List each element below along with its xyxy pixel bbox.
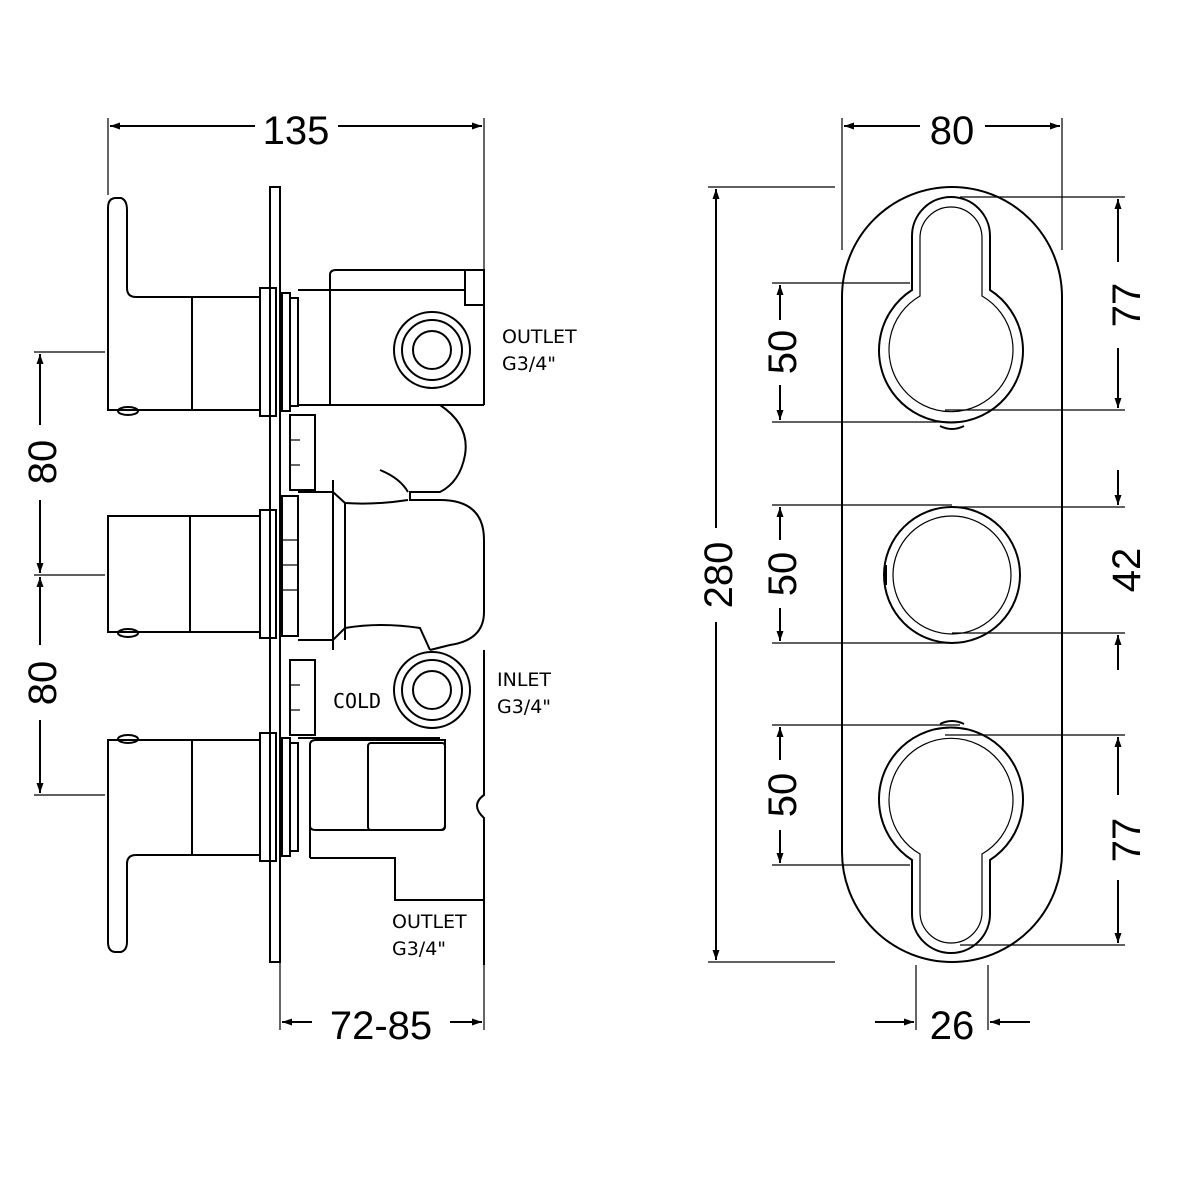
outlet-top-label: OUTLET: [502, 326, 577, 348]
top-outlet-port: [393, 311, 471, 389]
inlet-size: G3/4": [497, 696, 551, 718]
inlet-port: [393, 651, 471, 729]
dim-label: 50: [761, 330, 805, 375]
dimension-spacing: 80 80: [21, 351, 105, 796]
top-lever-front: [878, 196, 1024, 430]
middle-knob-front: [883, 506, 1021, 644]
middle-knob: [107, 495, 299, 639]
dim-label: 42: [1105, 548, 1149, 593]
outlet-top-size: G3/4": [502, 353, 556, 375]
side-view: 135: [21, 109, 577, 1048]
valve-body: [289, 269, 485, 965]
bottom-lever-handle: [107, 732, 299, 953]
outlet-bottom-label: OUTLET: [392, 911, 467, 933]
dim-label: 77: [1105, 283, 1149, 328]
inlet-label: INLET: [497, 669, 551, 691]
faceplate: [841, 186, 1063, 963]
dim-label: 50: [761, 552, 805, 597]
dimension-135: 135: [107, 109, 485, 270]
dim-label: 80: [930, 109, 975, 153]
dimension-right-set: 77 42 77: [945, 196, 1149, 946]
dim-label: 80: [21, 661, 65, 706]
dim-label: 280: [697, 542, 741, 609]
dim-label: 26: [930, 1004, 975, 1048]
bottom-lever-front: [878, 720, 1024, 954]
wall-plate: [269, 186, 281, 963]
cold-label: COLD: [333, 689, 381, 713]
dim-label: 135: [263, 109, 330, 153]
dimension-80: 80: [841, 109, 1063, 250]
dim-label: 80: [21, 440, 65, 485]
outlet-bottom-size: G3/4": [392, 938, 446, 960]
top-lever-handle: [107, 197, 299, 417]
dim-label: 77: [1105, 818, 1149, 863]
front-view: 80 280 50 50 50 77 42: [697, 109, 1149, 1048]
dim-label: 50: [761, 773, 805, 818]
dimension-depth: 72-85: [279, 962, 485, 1048]
dim-label: 72-85: [330, 1004, 432, 1048]
dimension-26: 26: [875, 965, 1030, 1048]
dimension-50-set: 50 50 50: [761, 282, 960, 866]
dimension-280: 280: [697, 186, 835, 963]
